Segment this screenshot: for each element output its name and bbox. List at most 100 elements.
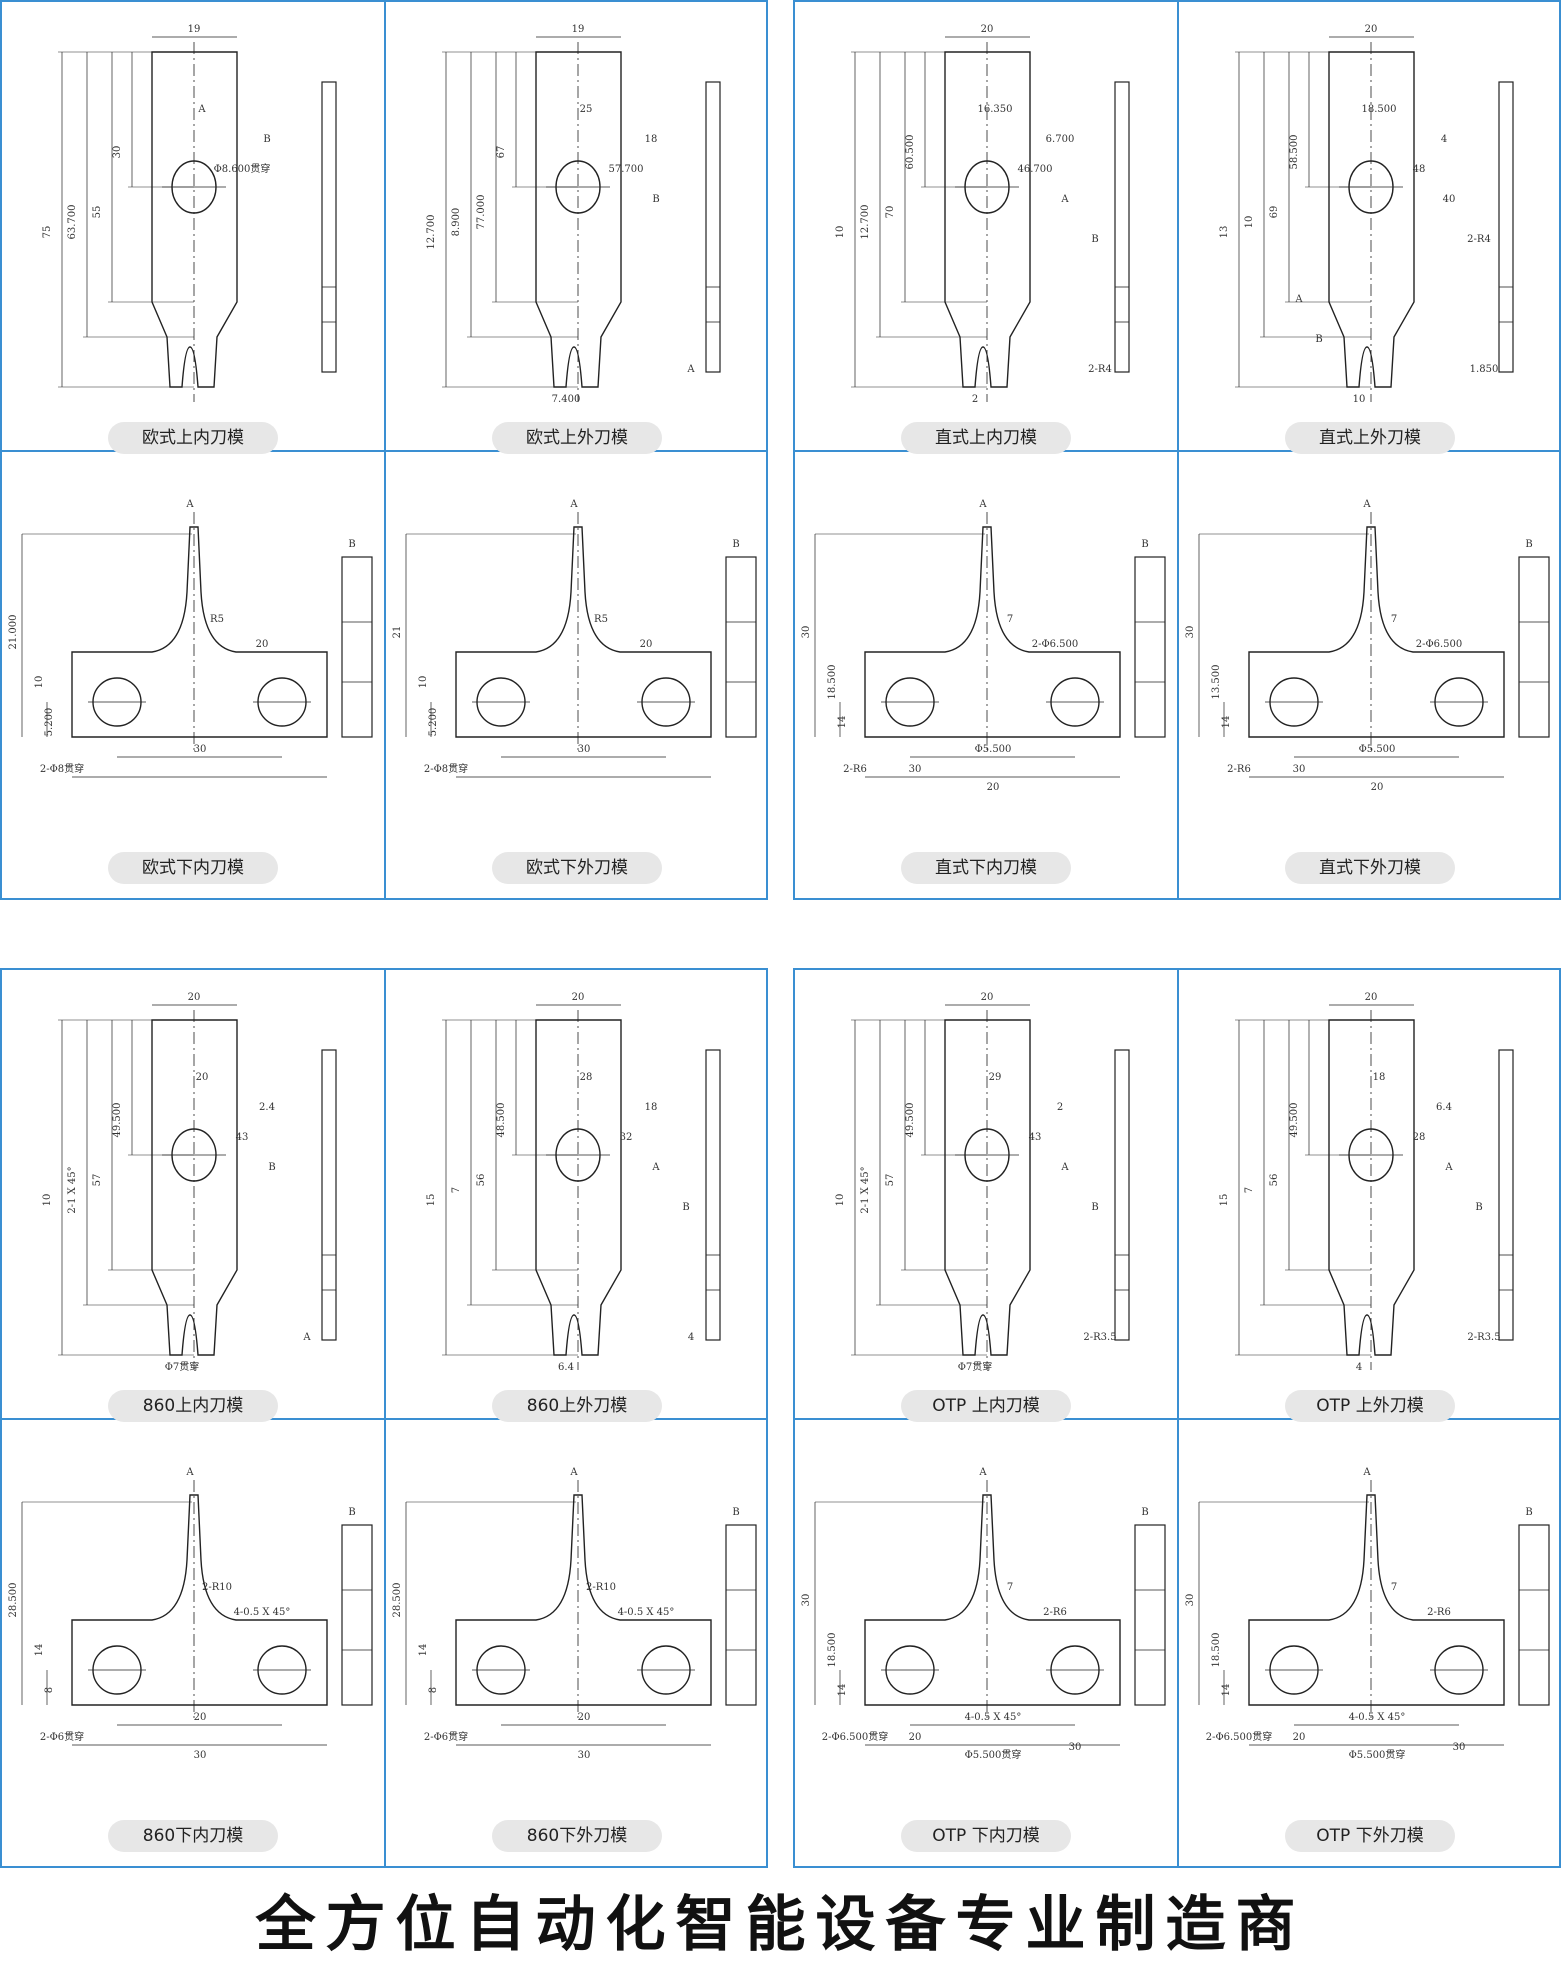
cell-4-2-dim-10: A [1444, 1162, 1453, 1173]
cell-3-3-dim-6: 2-Φ6贯穿 [40, 1730, 84, 1743]
cell-2-4-dim-3: 13.500 [1211, 665, 1222, 700]
cell-2-1-dim-8: 2 [972, 394, 978, 405]
cell-3-1-dim-7: 2.4 [259, 1102, 275, 1113]
cell-1-3-dim-4: 5.200 [44, 708, 55, 737]
cell-1-1-side-view [321, 81, 337, 373]
cell-2-1-dim-1: 10 [835, 226, 846, 239]
cell-4-4-dim-5: 7 [1391, 1582, 1397, 1593]
cell-4-2-dim-8: 4 [1356, 1362, 1362, 1373]
cell-3-3-outline [71, 1494, 328, 1706]
cell-2-4-dim-10: 30 [1293, 764, 1306, 775]
cell-4-4-dim-0: A [1362, 1467, 1371, 1478]
cell-4-4-dim-11: 30 [1453, 1742, 1466, 1753]
cell-3-4-dim-6: 2-Φ6贯穿 [424, 1730, 468, 1743]
cell-1-4-dim-5: R5 [594, 614, 608, 625]
cell-2-2-dim-3: 69 [1269, 206, 1280, 219]
cell-3-2-dim-2: 7 [451, 1187, 462, 1193]
cell-1-3-dim-0: A [185, 499, 194, 510]
cell-1-2-dim-10: B [652, 194, 659, 205]
cell-2-2-dim-4: 58.500 [1289, 135, 1300, 170]
cell-3-3-dim-1: B [348, 1507, 355, 1518]
cell-3-2-dim-10: A [651, 1162, 660, 1173]
cell-4-1-dim-7: 2 [1057, 1102, 1063, 1113]
cell-2-3-dim-1: B [1141, 539, 1148, 550]
cell-3-1-dim-0: 20 [188, 992, 201, 1003]
cell-1-3-dim-7: 20 [256, 639, 269, 650]
cell-2-4-side-view [1518, 556, 1550, 738]
cell-4-1-dim-1: 10 [835, 1194, 846, 1207]
cell-2-3-dim-2: 30 [801, 626, 812, 639]
cell-4-1-dim-11: B [1091, 1202, 1098, 1213]
group-divider-horizontal [795, 1418, 1559, 1420]
cell-4-2-dim-0: 20 [1365, 992, 1378, 1003]
cell-3-2-dim-8: 6.4 [558, 1362, 574, 1373]
cell-1-4-dim-4: 5.200 [428, 708, 439, 737]
cell-2-4-dim-2: 30 [1185, 626, 1196, 639]
cell-1-2-dim-7: 18 [645, 134, 658, 145]
cell-1-3-dim-2: 21.000 [8, 615, 19, 650]
drawing-label: 欧式上内刀模 [108, 422, 278, 454]
cell-1-2-dim-1: 12.700 [426, 215, 437, 250]
cell-1-2-side-view [705, 81, 721, 373]
drawing-label: 欧式下外刀模 [492, 852, 662, 884]
cell-3-2-dim-11: B [682, 1202, 689, 1213]
cell-2-1-dim-10: A [1060, 194, 1069, 205]
cell-2-3-dim-8: Φ5.500 [975, 744, 1012, 755]
cell-3-1-dim-1: 10 [42, 1194, 53, 1207]
cell-4-4-dim-6: 2-Φ6.500贯穿 [1206, 1730, 1273, 1743]
cell-4-1-dim-3: 57 [885, 1174, 896, 1187]
cell-1-1-dim-5: Φ8.600贯穿 [214, 162, 271, 175]
cell-1-4-dim-3: 10 [418, 676, 429, 689]
drawing-label: 860下外刀模 [492, 1820, 662, 1852]
cell-4-3-dim-3: 18.500 [827, 1633, 838, 1668]
cell-4-3-dim-5: 7 [1007, 1582, 1013, 1593]
cell-2-1-dim-3: 70 [885, 206, 896, 219]
cell-4-3-dim-9: Φ5.500贯穿 [965, 1748, 1022, 1761]
cell-4-3-dim-1: B [1141, 1507, 1148, 1518]
cell-2-1-dim-4: 60.500 [905, 135, 916, 170]
drawing-label: 直式上外刀模 [1285, 422, 1455, 454]
drawing-label: 欧式上外刀模 [492, 422, 662, 454]
cell-1-4-dim-0: A [569, 499, 578, 510]
cell-2-2-dim-11: 2-R4 [1467, 234, 1491, 245]
cell-3-4-dim-3: 14 [418, 1644, 429, 1657]
cell-4-4-dim-7: 2-R6 [1427, 1607, 1451, 1618]
cell-4-2-dim-6: 18 [1373, 1072, 1386, 1083]
cell-2-2-side-view [1498, 81, 1514, 373]
cell-2-4-dim-9: 20 [1371, 782, 1384, 793]
cell-3-1-dim-3: 57 [92, 1174, 103, 1187]
drawing-label: OTP 下内刀模 [901, 1820, 1071, 1852]
cell-3-1-dim-4: 49.500 [112, 1103, 123, 1138]
cell-3-3-dim-5: 2-R10 [202, 1582, 232, 1593]
cell-1-1-dim-4: 30 [112, 146, 123, 159]
cell-1-1-dim-7: B [263, 134, 270, 145]
cell-3-2-dim-1: 15 [426, 1194, 437, 1207]
group-divider-horizontal [795, 450, 1559, 452]
cell-1-4-dim-7: 20 [640, 639, 653, 650]
cell-3-1-dim-6: 20 [196, 1072, 209, 1083]
cell-1-4-side-view [725, 556, 757, 738]
cell-1-3-dim-3: 10 [34, 676, 45, 689]
cell-4-4-outline [1248, 1494, 1505, 1706]
cell-4-3-dim-11: 30 [1069, 1742, 1082, 1753]
cell-4-1-dim-2: 2-1 X 45° [860, 1166, 871, 1213]
cell-4-4-dim-3: 18.500 [1211, 1633, 1222, 1668]
